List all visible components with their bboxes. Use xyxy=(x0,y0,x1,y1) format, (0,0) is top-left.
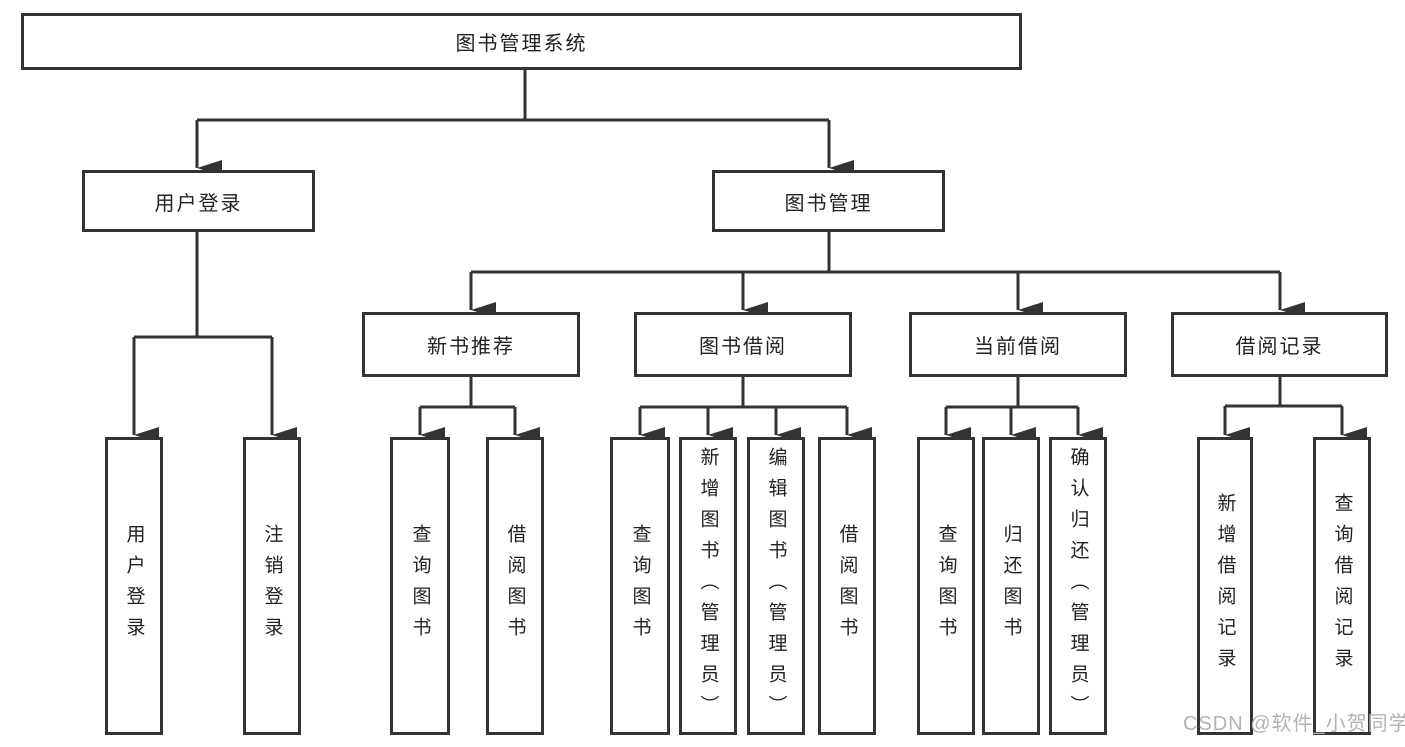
node-label: 查询图书 xyxy=(629,524,651,648)
node-book-management: 图书管理 xyxy=(712,170,945,232)
node-leaf-query-borrow-record: 查询借阅记录 xyxy=(1313,437,1371,735)
node-label: 新书推荐 xyxy=(427,336,515,358)
node-leaf-add-borrow-record: 新增借阅记录 xyxy=(1197,437,1253,735)
node-leaf-query-books-current: 查询图书 xyxy=(917,437,975,735)
node-leaf-add-book-admin: 新增图书（管理员） xyxy=(679,437,737,735)
node-label: 新增图书（管理员） xyxy=(697,446,719,726)
node-book-borrow: 图书借阅 xyxy=(634,312,852,377)
node-label: 确认归还（管理员） xyxy=(1067,446,1089,726)
node-library-management-system: 图书管理系统 xyxy=(21,13,1022,70)
node-new-book-recommend: 新书推荐 xyxy=(362,312,580,377)
node-label: 借阅图书 xyxy=(836,524,858,648)
node-label: 查询借阅记录 xyxy=(1331,493,1353,679)
node-label: 当前借阅 xyxy=(974,336,1062,358)
node-label: 注销登录 xyxy=(261,524,283,648)
csdn-watermark: CSDN @软件_小贺同学 xyxy=(1183,713,1405,735)
node-label: 图书管理 xyxy=(784,192,873,215)
node-leaf-edit-book-admin: 编辑图书（管理员） xyxy=(747,437,805,735)
node-label: 图书管理系统 xyxy=(455,33,588,55)
node-leaf-confirm-return-admin: 确认归还（管理员） xyxy=(1049,437,1107,735)
node-label: 查询图书 xyxy=(935,524,957,648)
node-current-borrow: 当前借阅 xyxy=(909,312,1127,377)
node-leaf-query-books-recommend: 查询图书 xyxy=(390,437,450,735)
node-label: 用户登录 xyxy=(123,524,145,648)
node-leaf-user-login-action: 用户登录 xyxy=(105,437,163,735)
node-leaf-logout: 注销登录 xyxy=(243,437,301,735)
node-label: 用户登录 xyxy=(154,192,243,215)
node-label: 编辑图书（管理员） xyxy=(765,446,787,726)
node-label: 图书借阅 xyxy=(699,336,787,358)
node-borrow-records: 借阅记录 xyxy=(1171,312,1388,377)
node-label: 借阅记录 xyxy=(1235,336,1324,358)
connector-trunks xyxy=(134,70,1342,409)
node-user-login: 用户登录 xyxy=(82,170,315,232)
node-leaf-return-books: 归还图书 xyxy=(982,437,1040,735)
node-label: 借阅图书 xyxy=(504,524,526,648)
node-leaf-borrow-books-recommend: 借阅图书 xyxy=(486,437,544,735)
node-label: 新增借阅记录 xyxy=(1214,493,1236,679)
node-leaf-borrow-books: 借阅图书 xyxy=(818,437,876,735)
node-leaf-query-books-borrow: 查询图书 xyxy=(610,437,670,735)
node-label: 查询图书 xyxy=(409,524,431,648)
node-label: 归还图书 xyxy=(1000,524,1022,648)
